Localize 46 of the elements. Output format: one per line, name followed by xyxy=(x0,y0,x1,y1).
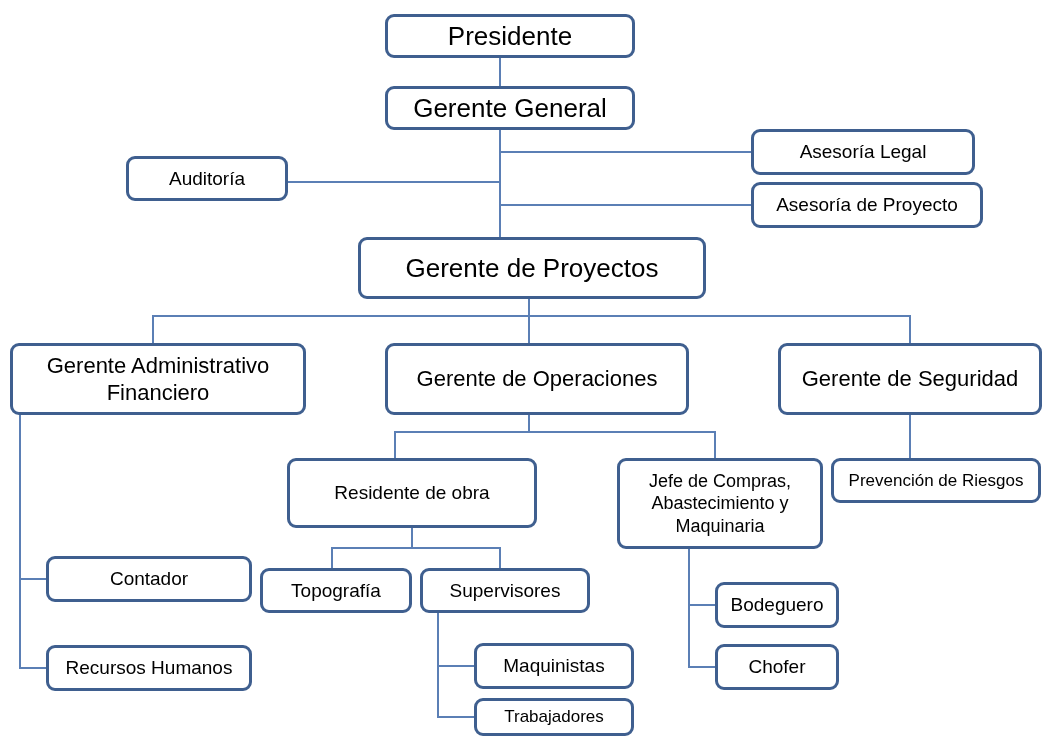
role-title: Gerente Administrativo Financiero xyxy=(45,351,271,407)
org-box xyxy=(474,698,634,736)
connector-line xyxy=(19,414,47,669)
role-title: Asesoría Legal xyxy=(799,140,927,164)
connector-line xyxy=(499,57,501,87)
org-box xyxy=(751,129,975,175)
org-box xyxy=(287,458,537,528)
org-box xyxy=(385,86,635,130)
role-title: Gerente de Operaciones xyxy=(416,365,658,393)
org-box xyxy=(617,458,823,549)
role-title: Contador xyxy=(109,567,189,591)
org-box xyxy=(831,458,1041,503)
org-box xyxy=(474,643,634,689)
role-title: Asesoría de Proyecto xyxy=(776,193,958,217)
org-box xyxy=(420,568,590,613)
connector-line xyxy=(909,414,911,459)
org-box xyxy=(10,343,306,415)
role-title: Gerente General xyxy=(413,91,607,125)
org-box xyxy=(46,645,252,691)
org-box xyxy=(385,14,635,58)
role-title: Bodeguero xyxy=(730,593,824,617)
role-title: Residente de obra xyxy=(334,481,490,505)
org-box xyxy=(778,343,1042,415)
connector-line xyxy=(437,612,475,718)
role-title: Chofer xyxy=(748,655,806,679)
role-title: Gerente de Proyectos xyxy=(405,251,659,285)
org-box xyxy=(751,182,983,228)
role-title: Auditoría xyxy=(168,166,245,191)
connector-line xyxy=(499,129,752,206)
org-box xyxy=(46,556,252,602)
role-title: Prevención de Riesgos xyxy=(848,469,1024,492)
org-box xyxy=(126,156,288,201)
role-title: Supervisores xyxy=(449,578,561,603)
role-title: Trabajadores xyxy=(504,706,604,728)
org-box xyxy=(385,343,689,415)
org-box xyxy=(715,644,839,690)
org-box xyxy=(715,582,839,628)
role-title: Topografía xyxy=(291,578,381,603)
role-title: Maquinistas xyxy=(503,654,605,678)
org-box xyxy=(260,568,412,613)
role-title: Recursos Humanos xyxy=(65,656,233,680)
org-box xyxy=(358,237,706,299)
role-title: Presidente xyxy=(447,19,573,53)
role-title: Jefe de Compras, Abastecimiento y Maquinaria xyxy=(647,469,793,538)
role-title: Gerente de Seguridad xyxy=(801,365,1019,393)
connector-line xyxy=(688,548,716,668)
